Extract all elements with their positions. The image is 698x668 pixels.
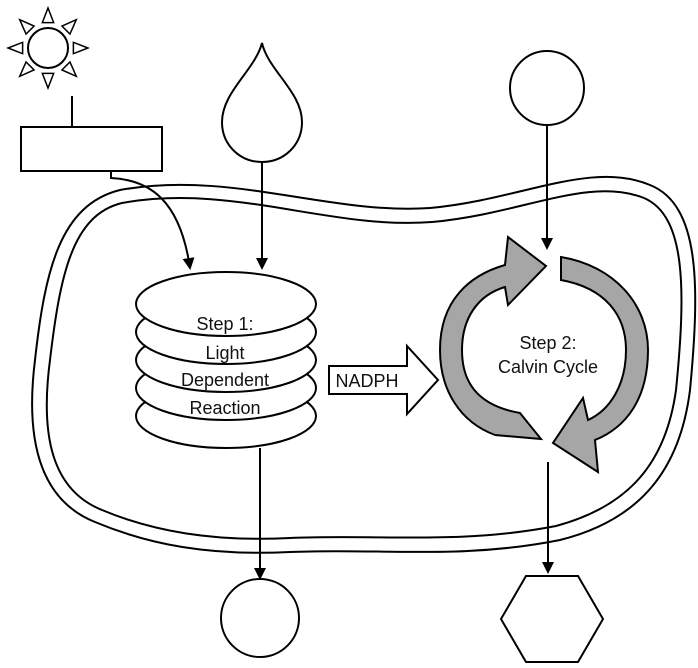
sun-ray xyxy=(60,18,78,36)
water-drop-icon xyxy=(220,42,304,164)
sun-ray xyxy=(18,60,36,78)
step1-line2: Light xyxy=(205,343,244,363)
nadph-arrow: NADPH xyxy=(328,343,440,417)
sun-ray xyxy=(18,18,36,36)
step1-line3: Dependent xyxy=(181,370,269,390)
step1-title: Step 1: xyxy=(196,314,253,334)
empty-label-box xyxy=(20,126,163,172)
thylakoid-stack xyxy=(135,271,317,449)
hexagon-icon xyxy=(499,575,605,663)
step2-title: Step 2: xyxy=(519,333,576,353)
light-energy-arrow xyxy=(110,171,195,270)
nadph-label: NADPH xyxy=(335,371,398,391)
step2-line2: Calvin Cycle xyxy=(498,357,598,377)
calvin-cycle-arrows xyxy=(438,235,650,474)
cycle-arrow-right xyxy=(551,255,650,474)
sun-ray xyxy=(41,72,55,91)
sun-ray xyxy=(60,60,78,78)
chloroplast-membrane xyxy=(31,175,697,554)
sun-ray xyxy=(5,41,24,55)
output-circle-icon xyxy=(220,578,300,658)
cycle-arrow-left xyxy=(438,235,548,441)
step1-line4: Reaction xyxy=(189,398,260,418)
circle-icon xyxy=(509,50,585,126)
sun-ray xyxy=(72,41,91,55)
sun-icon xyxy=(5,5,91,91)
sun-ray xyxy=(41,5,55,24)
